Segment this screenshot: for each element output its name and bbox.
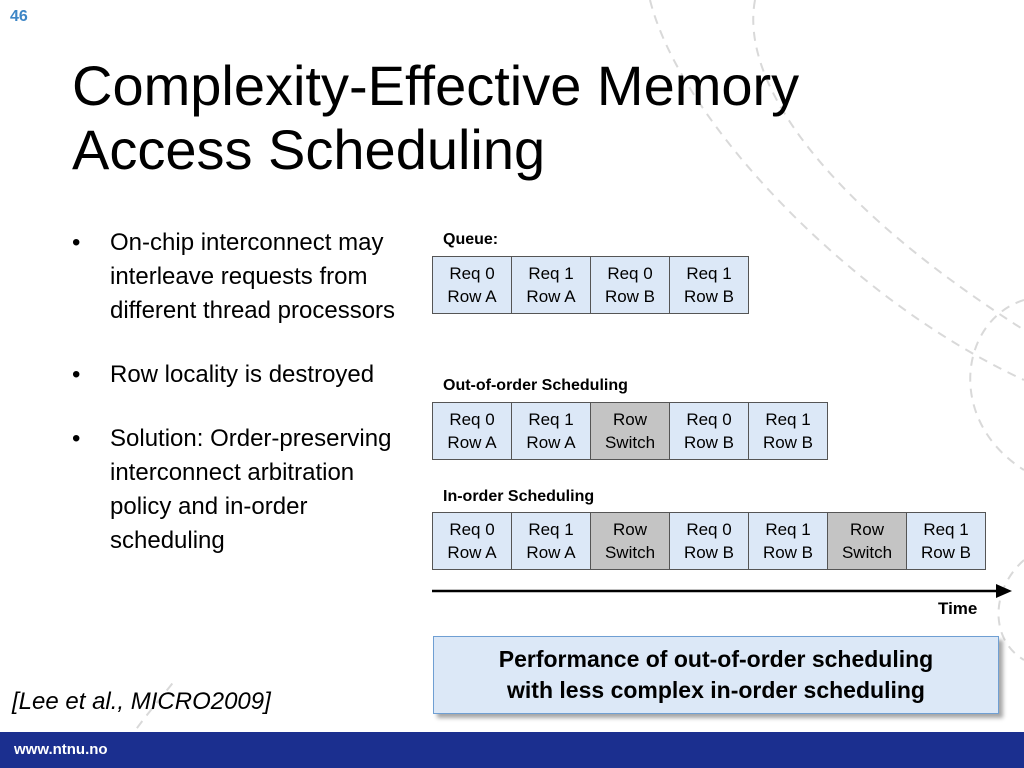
bullet-dot: • bbox=[72, 229, 81, 256]
cell-line-1: Req 1 bbox=[528, 264, 574, 283]
queue-row: Req 0 Row A Req 1 Row A Req 0 Row B Req 1 Ro… bbox=[432, 256, 749, 314]
bullet-dot: • bbox=[72, 361, 81, 388]
in-order-label: In-order Scheduling bbox=[443, 488, 595, 505]
bullet-text: On-chip interconnect may interleave requ… bbox=[110, 229, 396, 324]
cell-line-1: Req 1 bbox=[528, 410, 574, 429]
bullet-item: • Row locality is destroyed bbox=[72, 358, 417, 392]
cell-line-2: Row A bbox=[526, 287, 576, 306]
bullet-list: • On-chip interconnect may interleave re… bbox=[72, 226, 417, 588]
cell-line-2: Row B bbox=[604, 287, 656, 306]
cell-line-1: Req 1 bbox=[765, 520, 811, 539]
bullet-text: Solution: Order-preserving interconnect … bbox=[110, 425, 392, 554]
cell-line-2: Row A bbox=[526, 543, 576, 562]
cell-line-2: Row A bbox=[447, 287, 497, 306]
schedule-cell: Req 0 Row A bbox=[432, 512, 512, 570]
cell-line-1: Req 0 bbox=[449, 520, 495, 539]
callout-line-1: Performance of out-of-order scheduling bbox=[498, 646, 934, 672]
time-label: Time bbox=[938, 599, 978, 618]
queue-cell: Req 0 Row B bbox=[590, 256, 670, 314]
schedule-cell: Req 0 Row B bbox=[669, 402, 749, 460]
cell-line-1: Req 0 bbox=[449, 264, 495, 283]
schedule-cell: Req 1 Row B bbox=[748, 402, 828, 460]
cell-line-2: Row B bbox=[762, 543, 814, 562]
cell-line-2: Row B bbox=[683, 543, 735, 562]
cell-line-1: Req 1 bbox=[686, 264, 732, 283]
schedule-cell: Req 0 Row B bbox=[669, 512, 749, 570]
cell-line-2: Row B bbox=[683, 433, 735, 452]
cell-line-2: Switch bbox=[604, 433, 656, 452]
cell-line-1: Req 0 bbox=[449, 410, 495, 429]
schedule-cell: Req 1 Row B bbox=[748, 512, 828, 570]
schedule-cell: Req 0 Row A bbox=[432, 402, 512, 460]
schedule-cell: Req 1 Row A bbox=[511, 512, 591, 570]
footer-url: www.ntnu.no bbox=[14, 741, 108, 758]
slide-number: 46 bbox=[10, 8, 28, 25]
cell-line-1: Req 0 bbox=[686, 410, 732, 429]
time-arrow bbox=[432, 584, 1012, 598]
cell-line-1: Req 1 bbox=[923, 520, 969, 539]
cell-line-1: Req 1 bbox=[765, 410, 811, 429]
bullet-dot: • bbox=[72, 425, 81, 452]
citation: [Lee et al., MICRO2009] bbox=[12, 688, 271, 715]
cell-line-1: Req 0 bbox=[686, 520, 732, 539]
slide-title: Complexity-Effective Memory Access Sched… bbox=[72, 54, 932, 182]
schedule-cell: Req 1 Row A bbox=[511, 402, 591, 460]
bullet-item: • On-chip interconnect may interleave re… bbox=[72, 226, 417, 328]
conclusion-callout: Performance of out-of-order scheduling w… bbox=[433, 636, 999, 714]
cell-line-2: Row B bbox=[762, 433, 814, 452]
cell-line-2: Row A bbox=[447, 433, 497, 452]
cell-line-1: Req 0 bbox=[607, 264, 653, 283]
out-of-order-label: Out-of-order Scheduling bbox=[443, 377, 628, 394]
cell-line-1: Req 1 bbox=[528, 520, 574, 539]
cell-line-1: Row bbox=[612, 410, 647, 429]
queue-label: Queue: bbox=[443, 231, 499, 248]
queue-cell: Req 0 Row A bbox=[432, 256, 512, 314]
title-line-2: Access Scheduling bbox=[72, 118, 546, 181]
bullet-text: Row locality is destroyed bbox=[110, 361, 375, 388]
callout-line-2: with less complex in-order scheduling bbox=[507, 677, 925, 703]
cell-line-2: Row B bbox=[920, 543, 972, 562]
schedule-cell: Req 1 Row B bbox=[906, 512, 986, 570]
cell-line-1: Row bbox=[849, 520, 884, 539]
cell-line-2: Row A bbox=[526, 433, 576, 452]
cell-line-2: Row B bbox=[683, 287, 735, 306]
queue-cell: Req 1 Row B bbox=[669, 256, 749, 314]
cell-line-2: Row A bbox=[447, 543, 497, 562]
cell-line-1: Row bbox=[612, 520, 647, 539]
cell-line-2: Switch bbox=[604, 543, 656, 562]
bullet-item: • Solution: Order-preserving interconnec… bbox=[72, 422, 417, 558]
footer-bar: www.ntnu.no bbox=[0, 732, 1024, 768]
queue-cell: Req 1 Row A bbox=[511, 256, 591, 314]
cell-line-2: Switch bbox=[841, 543, 893, 562]
title-line-1: Complexity-Effective Memory bbox=[72, 54, 800, 117]
